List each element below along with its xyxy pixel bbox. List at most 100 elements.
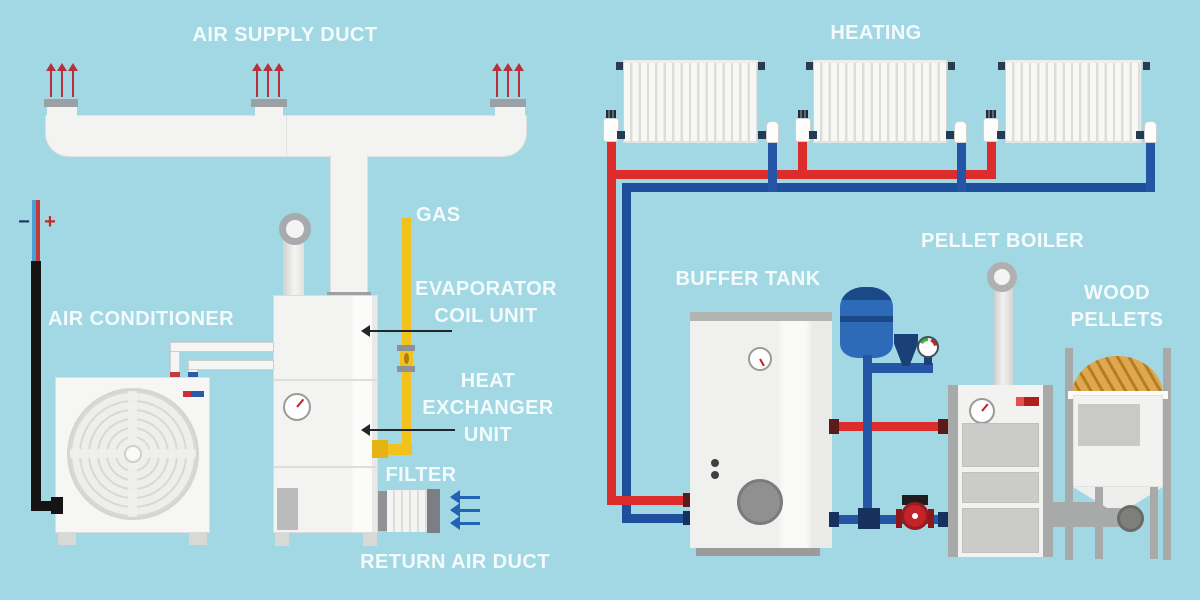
label-line: EVAPORATOR — [415, 278, 557, 300]
label-line: HEAT — [460, 370, 516, 392]
valve-connector — [809, 131, 817, 139]
radiator-bracket — [948, 62, 955, 70]
radiator-bracket — [998, 62, 1005, 70]
hot-water-pipe — [607, 142, 616, 175]
hot-water-pipe — [607, 496, 685, 505]
air-separator — [894, 334, 918, 366]
valve-connector — [1136, 131, 1144, 139]
tank-fitting — [711, 459, 719, 467]
return-air-duct-label: RETURN AIR DUCT — [360, 551, 550, 573]
polarity-plus-label: + — [44, 211, 56, 233]
gauge-needle — [759, 358, 765, 367]
filter-duct — [427, 489, 440, 533]
radiator-valve — [1144, 121, 1157, 143]
supply-air-arrow-icon — [503, 63, 513, 97]
refrigerant-pipe — [170, 342, 274, 352]
air-conditioner-label: AIR CONDITIONER — [48, 308, 234, 330]
boiler-door — [962, 508, 1039, 553]
temperature-gauge — [917, 336, 939, 358]
gauge-needle — [296, 398, 305, 408]
circulation-pump — [912, 513, 918, 519]
pipe-connector — [938, 512, 948, 527]
radiator — [813, 60, 947, 143]
pipe-connector — [829, 512, 839, 527]
cold-water-pipe — [622, 183, 1155, 192]
valve-connector — [617, 131, 625, 139]
radiator-valve — [603, 118, 619, 142]
label-line: EXCHANGER — [422, 397, 554, 419]
cold-water-pipe — [957, 143, 966, 192]
cold-water-pipe — [768, 143, 777, 192]
label-line: PELLETS — [1070, 309, 1164, 331]
filter-duct — [387, 490, 427, 532]
gas-valve — [397, 345, 415, 351]
furnace-foot — [275, 533, 289, 546]
furnace-foot — [363, 533, 377, 546]
furnace-section-divider — [274, 466, 377, 468]
cold-water-pipe — [622, 183, 631, 523]
hopper-leg — [1150, 487, 1158, 559]
radiator-valve — [954, 121, 967, 143]
radiator-bracket — [616, 62, 623, 70]
boiler-chimney-ring — [987, 262, 1017, 292]
cold-water-pipe — [863, 355, 872, 367]
label-line: COIL UNIT — [434, 305, 538, 327]
filter-label: FILTER — [385, 464, 457, 486]
supply-air-arrow-icon — [492, 63, 502, 97]
fan-hub — [124, 445, 142, 463]
ac-foot — [189, 532, 207, 545]
boiler-door — [962, 423, 1039, 467]
gauge-stem — [924, 356, 932, 365]
power-wire-positive — [36, 200, 40, 262]
air-supply-trunk-duct — [330, 155, 368, 297]
gas-pipe-flange — [372, 440, 388, 458]
pressure-gauge — [283, 393, 311, 421]
hot-water-pipe — [798, 142, 807, 175]
ac-indicator — [183, 391, 191, 397]
hopper-panel — [1078, 404, 1140, 446]
supply-air-arrow-icon — [274, 63, 284, 97]
circulation-pump — [902, 495, 928, 505]
ac-foot — [58, 532, 76, 545]
ac-indicator — [191, 391, 204, 397]
buffer-tank-label: BUFFER TANK — [675, 268, 821, 290]
cold-water-pipe — [622, 514, 684, 523]
hopper-frame — [1065, 348, 1073, 560]
thermostatic-valve-cap — [986, 110, 996, 118]
gas-valve — [404, 353, 409, 364]
pipe-connector — [170, 372, 180, 378]
pipe-tee — [858, 508, 880, 529]
label-line: UNIT — [463, 424, 513, 446]
refrigerant-pipe — [188, 360, 274, 370]
return-air-arrow-icon — [450, 516, 480, 530]
hopper-frame — [1163, 348, 1171, 560]
return-air-arrow-icon — [450, 490, 480, 504]
pointer-arrow-icon — [361, 424, 455, 436]
pipe-connector — [683, 511, 693, 525]
pressure-gauge — [969, 398, 995, 424]
boiler-door — [962, 472, 1039, 503]
circulation-pump — [901, 502, 929, 530]
supply-air-arrow-icon — [514, 63, 524, 97]
pump-flange — [896, 509, 902, 528]
supply-air-arrow-icon — [252, 63, 262, 97]
power-cable — [31, 261, 41, 511]
filter-duct — [378, 491, 387, 531]
label-line: WOOD — [1083, 282, 1151, 304]
supply-air-arrow-icon — [263, 63, 273, 97]
heating-label: HEATING — [830, 22, 922, 44]
radiator — [623, 60, 758, 143]
pump-flange — [928, 509, 934, 528]
pipe-connector — [188, 372, 198, 378]
gas-pipe — [402, 218, 411, 450]
valve-connector — [997, 131, 1005, 139]
hopper-outlet — [1117, 505, 1144, 532]
hot-water-pipe — [607, 170, 616, 505]
boiler-chimney — [993, 277, 1013, 387]
cold-water-pipe — [863, 373, 872, 520]
supply-vent-cap — [251, 99, 287, 107]
hot-water-pipe — [987, 142, 996, 175]
gas-pipe — [375, 444, 412, 455]
furnace-section-divider — [274, 379, 377, 381]
thermostatic-valve-cap — [606, 110, 616, 118]
